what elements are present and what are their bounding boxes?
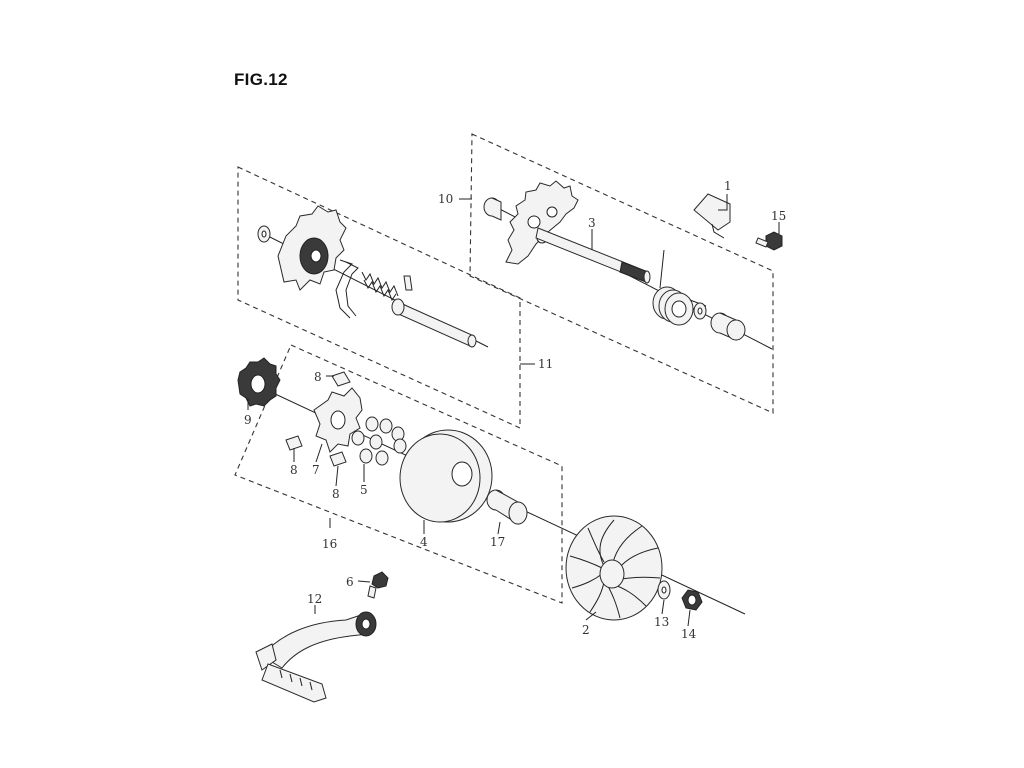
callout-8-left: 8: [290, 463, 298, 477]
weight-rollers: [351, 416, 407, 466]
cooling-fan: [565, 515, 663, 621]
kick-starter-gear-sector: [505, 180, 579, 265]
callout-17: 17: [490, 535, 505, 549]
slider-piece-top: [331, 371, 351, 387]
callout-12: 12: [307, 592, 322, 606]
bushing-small: [483, 197, 502, 221]
nut-14: [681, 589, 703, 611]
washer-left: [257, 225, 271, 243]
washer-13: [657, 580, 671, 600]
callout-3: 3: [588, 216, 596, 230]
callout-2: 2: [582, 623, 590, 637]
callout-15: 15: [771, 209, 786, 223]
callout-8-bottom: 8: [332, 487, 340, 501]
callout-10: 10: [438, 192, 453, 206]
spindle-bushing: [710, 312, 746, 341]
callout-11: 11: [538, 357, 553, 371]
bolt-6: [367, 571, 389, 599]
slider-piece-left: [285, 435, 303, 451]
callout-9: 9: [244, 413, 252, 427]
ratchet-spring: [361, 271, 399, 302]
callout-5: 5: [360, 483, 368, 497]
kick-lever: [255, 611, 377, 703]
group-box-11: [237, 166, 521, 429]
group-box-10: [469, 133, 774, 414]
leader-lines: [247, 194, 780, 627]
stopper-plate: [693, 193, 731, 239]
callout-8-top: 8: [314, 370, 322, 384]
starter-gear: [237, 357, 281, 407]
drive-face: [399, 429, 493, 523]
washer-small: [693, 302, 707, 320]
bolt-15: [755, 231, 783, 251]
ratchet-gear-plate: [277, 205, 347, 291]
callout-1: 1: [724, 179, 732, 193]
group-box-16: [234, 344, 563, 604]
callout-14: 14: [681, 627, 697, 641]
callout-13: 13: [654, 615, 669, 629]
slider-piece-bottom: [329, 451, 347, 467]
pin: [403, 275, 413, 291]
ratchet-shaft: [391, 298, 477, 348]
ramp-plate: [313, 387, 363, 453]
figure-title: FIG.12: [234, 70, 288, 89]
callout-6: 6: [346, 575, 354, 589]
callout-16: 16: [322, 537, 337, 551]
kick-starter-spindle: [535, 227, 651, 284]
callout-4: 4: [420, 535, 428, 549]
callout-7: 7: [312, 463, 320, 477]
collar-17: [486, 489, 528, 525]
ratchet-clip: [335, 259, 359, 319]
kick-return-spring: [652, 249, 707, 326]
